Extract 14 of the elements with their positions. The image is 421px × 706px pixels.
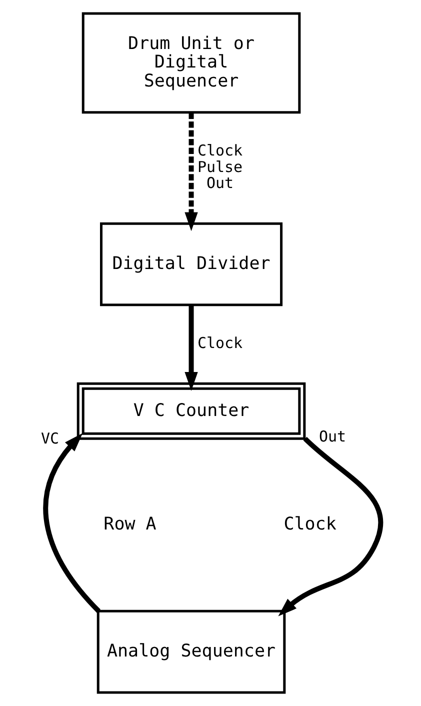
arrow bbox=[43, 433, 101, 613]
node-box: Analog Sequencer bbox=[96, 610, 286, 694]
label: Row A bbox=[104, 514, 156, 535]
arrow bbox=[184, 304, 198, 391]
edge-label: VC bbox=[40, 429, 60, 448]
node-box: Drum Unit or Digital Sequencer bbox=[82, 12, 301, 114]
edge-label: Out bbox=[318, 427, 346, 446]
node-box: Digital Divider bbox=[100, 222, 283, 306]
label: Clock bbox=[284, 514, 336, 535]
edge-label: Clock bbox=[197, 334, 243, 352]
node-box: V C Counter bbox=[76, 382, 306, 440]
arrow bbox=[278, 436, 384, 616]
edge-label: Clock Pulse Out bbox=[197, 142, 243, 192]
arrow bbox=[184, 112, 198, 232]
